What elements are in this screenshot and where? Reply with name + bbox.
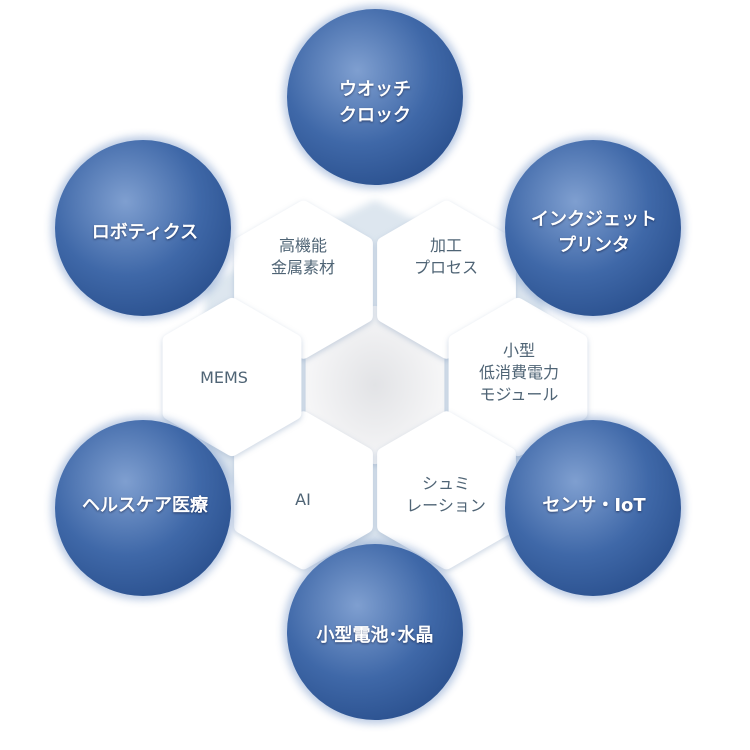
hex-ai	[234, 411, 373, 570]
hex-module	[448, 298, 588, 456]
hex-label-mems: MEMS	[200, 368, 248, 387]
circle-label-battery: 小型電池･水晶	[316, 625, 434, 646]
circle-label-healthcare: ヘルスケア医療	[82, 495, 208, 516]
circle-label-sensor: センサ・IoT	[542, 495, 646, 516]
circle-label-watch: ウオッチ クロック	[339, 79, 411, 126]
circle-inkjet	[505, 140, 681, 316]
hex-simulation	[377, 411, 516, 570]
hex-mems	[162, 298, 302, 456]
circle-label-robotics: ロボティクス	[91, 222, 199, 243]
hex-label-simulation: シュミ レーション	[406, 474, 486, 515]
circle-healthcare	[55, 420, 231, 596]
circle-label-inkjet: インクジェット プリンタ	[531, 209, 657, 256]
hex-label-ai: AI	[295, 490, 311, 509]
hex-label-metal: 高機能 金属素材	[270, 236, 336, 277]
hex-metal	[234, 200, 373, 359]
hex-label-process: 加工 プロセス	[413, 236, 479, 277]
circle-robotics	[55, 140, 231, 316]
circle-sensor	[505, 420, 681, 596]
hex-label-module: 小型 低消費電力 モジュール	[478, 341, 560, 404]
circle-watch	[287, 9, 463, 185]
circle-battery	[287, 544, 463, 720]
